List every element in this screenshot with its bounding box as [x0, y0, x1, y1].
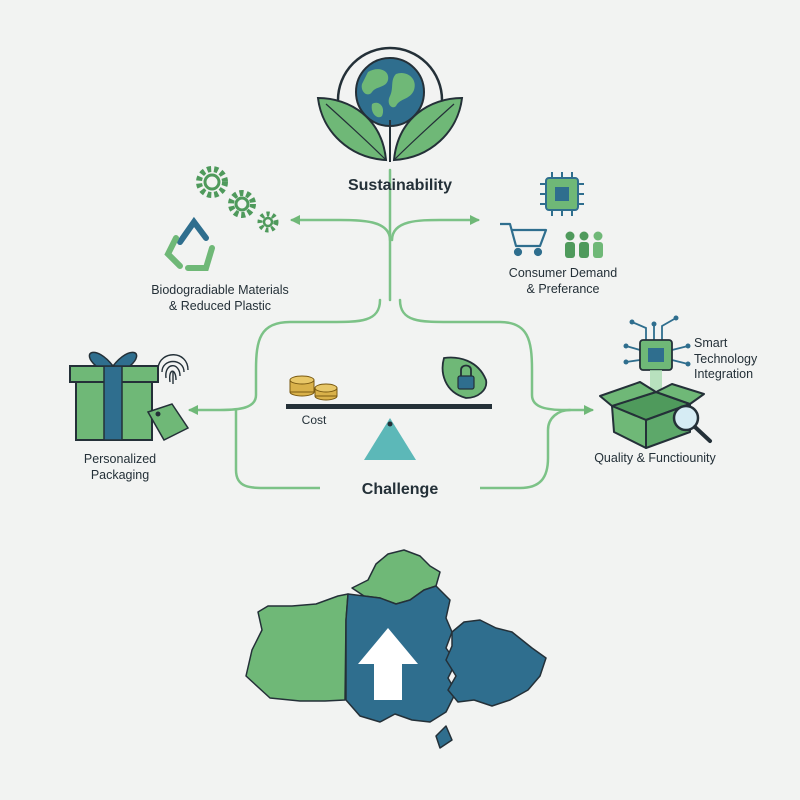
chip-icon [540, 172, 584, 216]
fingerprint-icon [157, 354, 189, 384]
recycle-icon [164, 216, 215, 271]
central-title: Sustainability [347, 177, 453, 194]
consumer-label: Consumer Demand & Preferance [488, 266, 638, 297]
cost-label: Cost [301, 413, 327, 427]
chip-icon [623, 315, 691, 390]
people-icon [565, 231, 603, 258]
magnifier-icon [672, 404, 712, 443]
personalized-label: Personalized Packaging [60, 452, 180, 483]
quality-label: Quality & Functiounity [594, 451, 716, 465]
balance-beam [286, 404, 492, 460]
connector-lines [188, 168, 594, 490]
gears-icon [196, 166, 279, 233]
globe-icon [336, 46, 444, 127]
smart-tech-line2: Technology [694, 351, 758, 366]
biodegradable-line1: Biodogradiable Materials [151, 283, 289, 297]
balance-title: Challenge [320, 480, 480, 500]
gift-box-icon [69, 351, 159, 441]
arrow-up-icon [358, 628, 418, 700]
consumer-line2: & Preferance [526, 281, 600, 296]
consumer-line1: Consumer Demand [508, 266, 618, 280]
price-tag-icon [146, 403, 190, 441]
leaves-icon [316, 96, 464, 162]
biodegradable-line2: & Reduced Plastic [168, 298, 272, 313]
smart-tech-line3: Integration [694, 367, 754, 382]
coins-icon [289, 375, 338, 401]
smart-tech-line1: Smart [694, 336, 728, 350]
smart-tech-label: Smart Technology Integration [694, 336, 794, 383]
personalized-line2: Packaging [90, 467, 150, 482]
biodegradable-label: Biodogradiable Materials & Reduced Plast… [128, 283, 312, 314]
personalized-line1: Personalized [83, 452, 157, 466]
lock-leaf-icon [441, 356, 488, 399]
cart-icon [500, 222, 548, 257]
